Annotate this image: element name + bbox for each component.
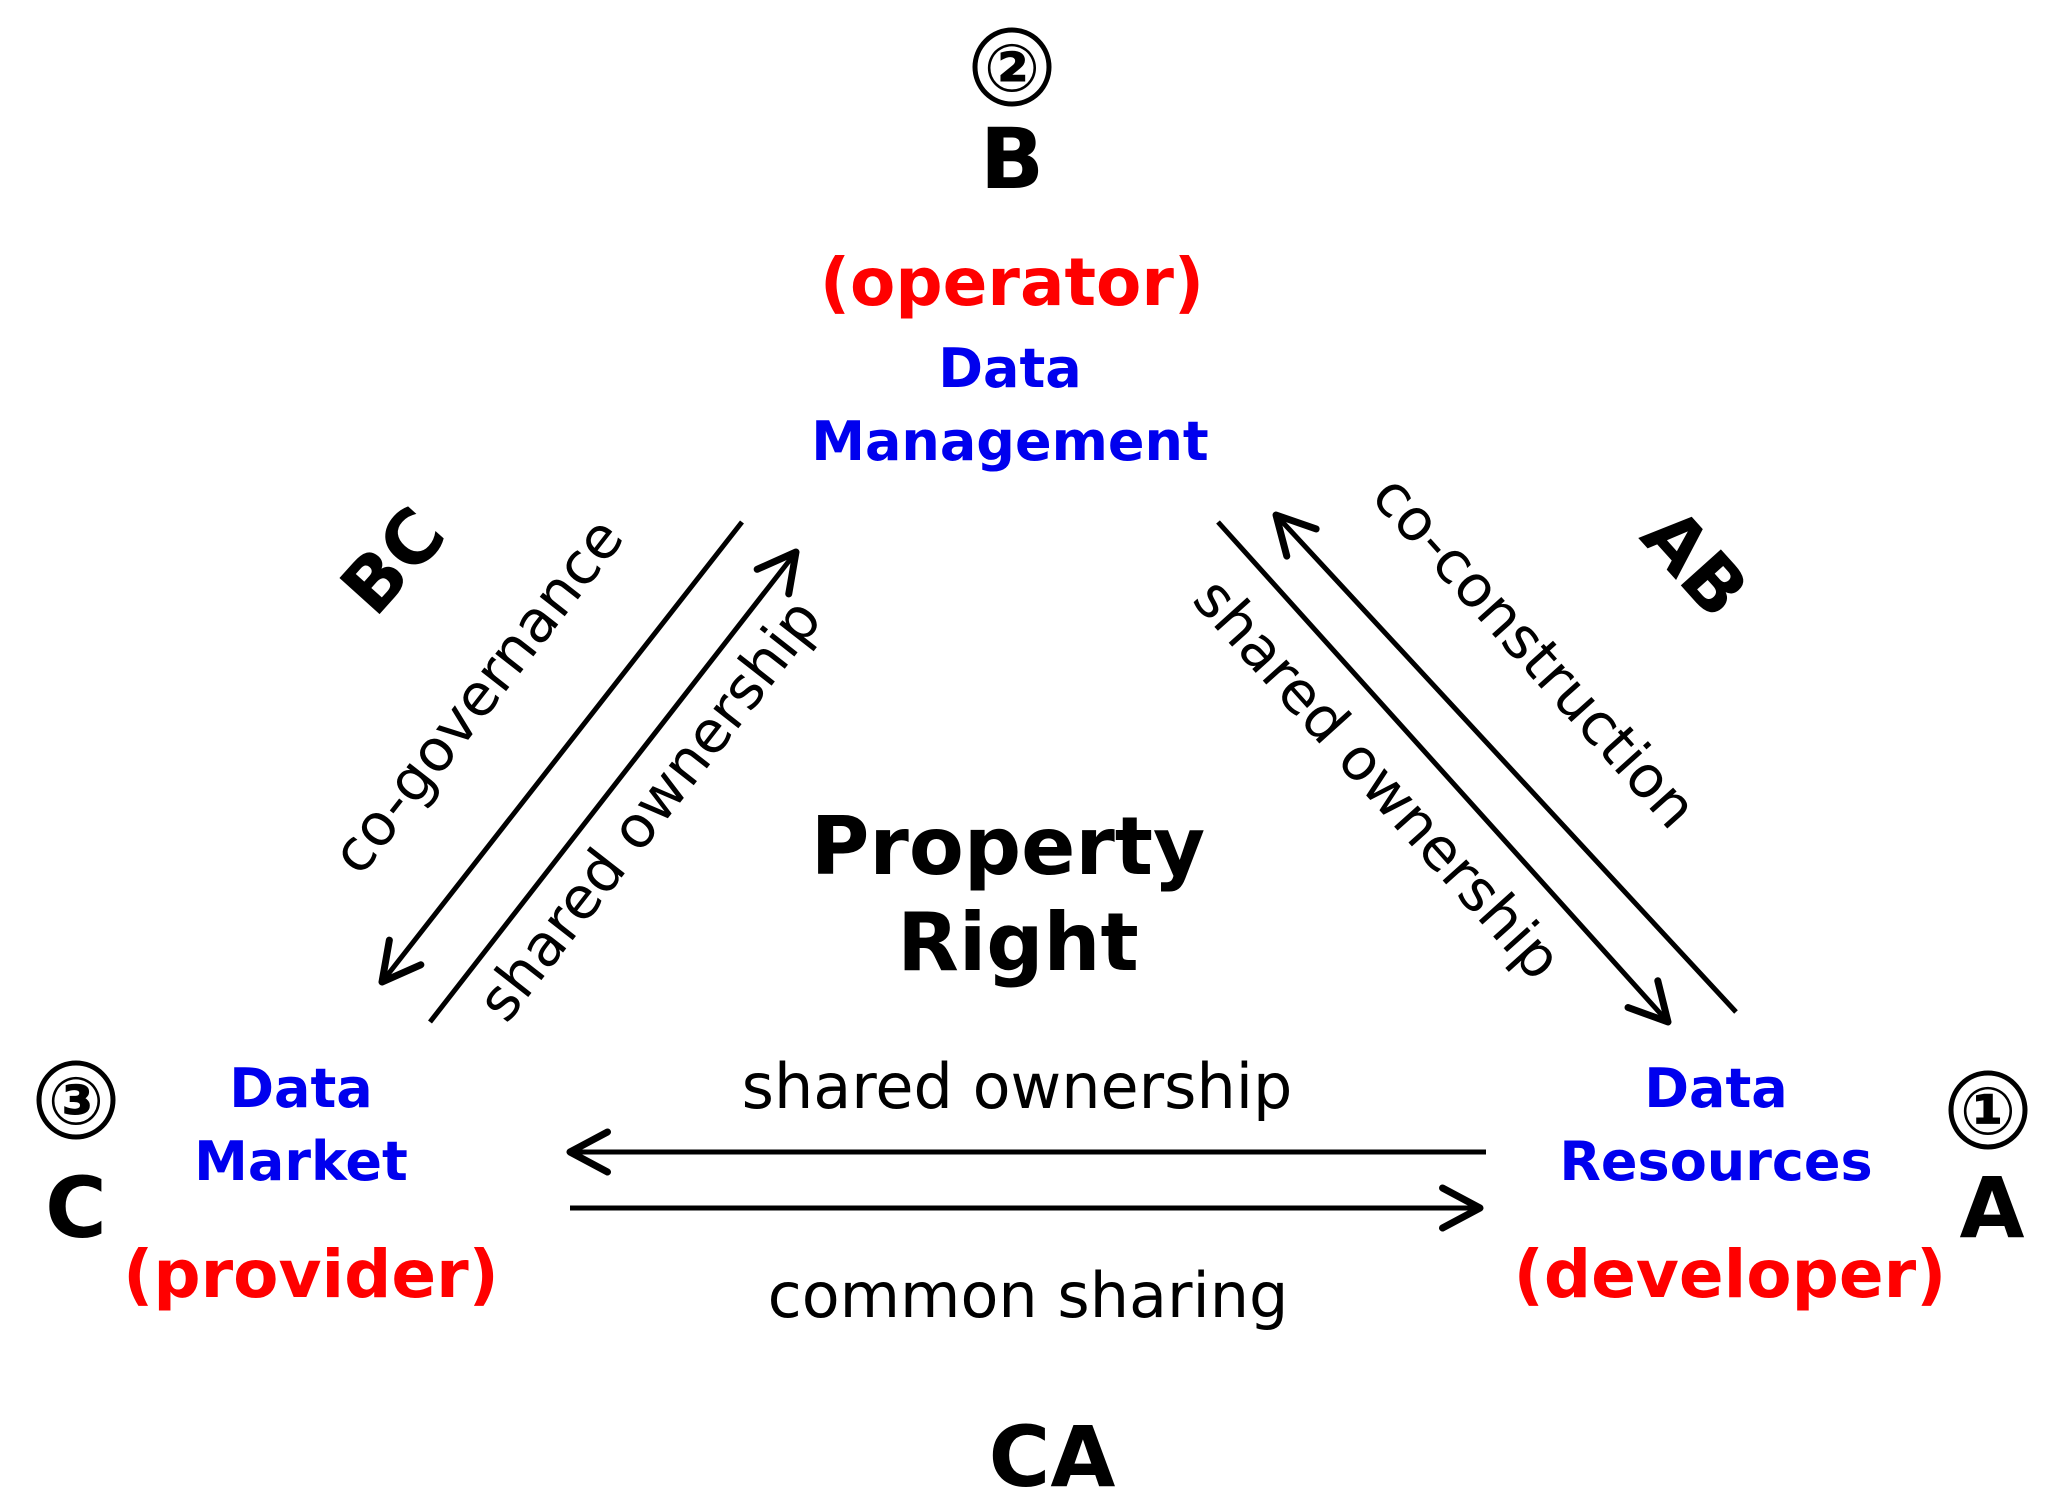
node-c-letter: C [45, 1159, 107, 1257]
relation-bc-label: BC [324, 491, 462, 631]
arrow-ab-up [1272, 511, 1738, 1014]
node-b-number: ② [984, 30, 1040, 107]
relation-bc: BC co-governance shared ownership [318, 491, 835, 1033]
node-b-domain-line-2: Management [811, 410, 1209, 473]
node-c-role: (provider) [123, 1236, 499, 1313]
node-b-letter: B [980, 110, 1044, 208]
node-a: ① A Data Resources (developer) [1514, 1057, 2028, 1313]
arrow-bc-up [428, 548, 800, 1024]
relation-ca: shared ownership common sharing CA [566, 1050, 1486, 1501]
node-c: ③ C Data Market (provider) [36, 1057, 499, 1313]
arrow-ca-right-label: common sharing [768, 1259, 1289, 1332]
circle-marker-a [1948, 1070, 2028, 1150]
node-a-domain-line-2: Resources [1559, 1130, 1872, 1193]
node-a-role: (developer) [1514, 1236, 1947, 1313]
node-a-letter: A [1959, 1159, 2024, 1257]
relation-ab: AB co-construction shared ownership [1180, 462, 1765, 1026]
circle-marker-b [972, 27, 1052, 107]
center-label: Property Right [811, 800, 1205, 989]
node-b-role: (operator) [820, 244, 1204, 321]
circle-marker-c [36, 1060, 116, 1140]
node-b: ② B (operator) Data Management [811, 27, 1209, 473]
relation-ab-label: AB [1625, 492, 1765, 634]
arrow-ca-left-label: shared ownership [742, 1050, 1293, 1123]
arrow-bc-down [378, 520, 744, 986]
node-a-domain-line-1: Data [1644, 1057, 1788, 1120]
node-b-domain-line-1: Data [938, 337, 1082, 400]
node-c-number: ③ [48, 1063, 104, 1140]
node-c-domain-line-1: Data [229, 1057, 373, 1120]
arrow-ab-down [1216, 520, 1672, 1026]
relation-ca-label: CA [989, 1408, 1116, 1501]
center-label-line-2: Right [897, 896, 1138, 989]
node-c-domain-line-2: Market [194, 1130, 408, 1193]
node-a-number: ① [1960, 1073, 2016, 1150]
center-label-line-1: Property [811, 800, 1205, 893]
